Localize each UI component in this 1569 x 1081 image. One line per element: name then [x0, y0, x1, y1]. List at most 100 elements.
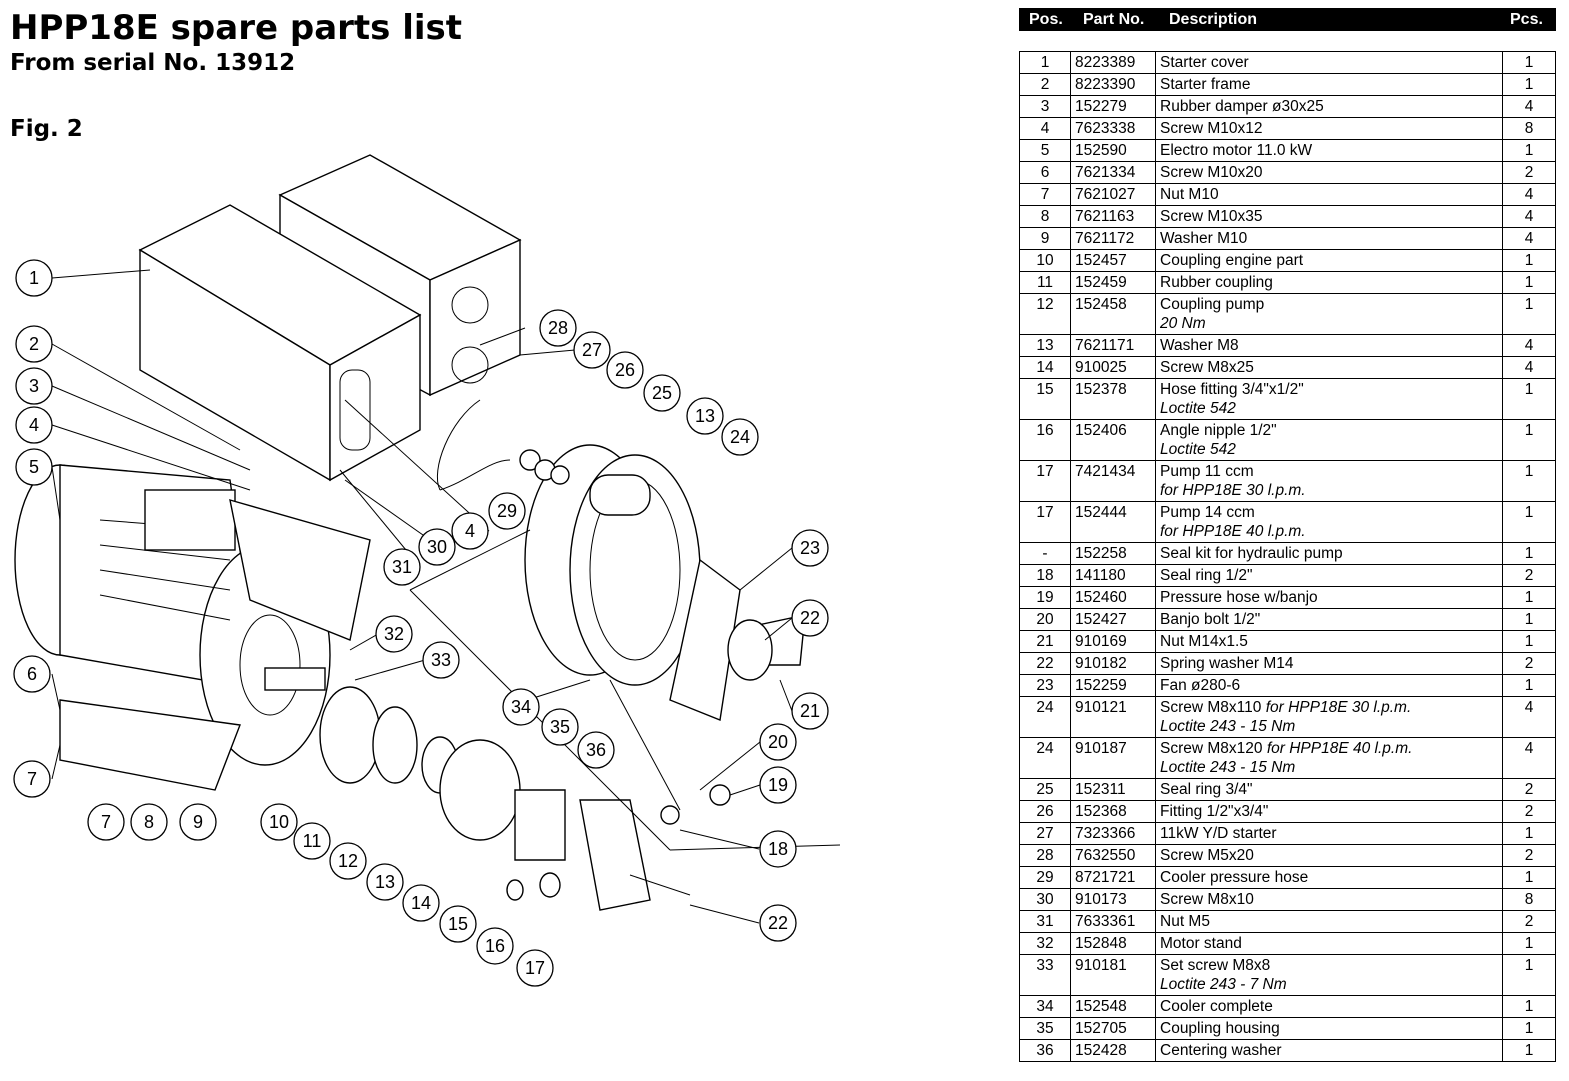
- callout-33: 33: [422, 641, 460, 679]
- cell-pcs: 1: [1502, 1017, 1556, 1040]
- callout-circle: [488, 492, 526, 530]
- cell-pos: 28: [1019, 844, 1071, 867]
- description-text: Pressure hose w/banjo: [1160, 589, 1318, 606]
- cell-part-no: 910187: [1070, 737, 1156, 779]
- cell-part-no: 7323366: [1070, 822, 1156, 845]
- callout-circle: [577, 731, 615, 769]
- callout-20: 20: [759, 723, 797, 761]
- cell-part-no: 152459: [1070, 271, 1156, 294]
- cell-pos: 6: [1019, 161, 1071, 184]
- cell-part-no: 152457: [1070, 249, 1156, 272]
- cell-part-no: 7621172: [1070, 227, 1156, 250]
- callout-number: 36: [586, 740, 606, 760]
- cell-pcs: 2: [1502, 564, 1556, 587]
- callout-number: 5: [29, 457, 39, 477]
- callout-7: 7: [87, 803, 125, 841]
- cell-description: Cooler pressure hose: [1155, 866, 1503, 889]
- callout-4: 4: [15, 406, 53, 444]
- page-subtitle: From serial No. 13912: [10, 50, 296, 76]
- cell-part-no: 152259: [1070, 674, 1156, 697]
- description-text: Washer M8: [1160, 337, 1239, 354]
- callout-12: 12: [329, 842, 367, 880]
- cell-pos: 17: [1019, 501, 1071, 543]
- callout-number: 7: [101, 812, 111, 832]
- callout-circle: [439, 905, 477, 943]
- description-text: Centering washer: [1160, 1042, 1282, 1059]
- cell-description: Starter frame: [1155, 73, 1503, 96]
- cell-part-no: 7632550: [1070, 844, 1156, 867]
- hose-illustration: [436, 399, 731, 825]
- cell-description: Rubber damper ø30x25: [1155, 95, 1503, 118]
- callout-circle: [329, 842, 367, 880]
- cell-pos: 30: [1019, 888, 1071, 911]
- cell-pcs: 2: [1502, 844, 1556, 867]
- cell-description: Screw M8x120 for HPP18E 40 l.p.m.Loctite…: [1155, 737, 1503, 779]
- description-text: Coupling housing: [1160, 1020, 1280, 1037]
- cell-part-no: 910121: [1070, 696, 1156, 738]
- callout-19: 19: [759, 766, 797, 804]
- cell-pos: 9: [1019, 227, 1071, 250]
- cell-pcs: 1: [1502, 419, 1556, 461]
- description-text: Coupling engine part: [1160, 252, 1304, 269]
- callout-circle: [260, 803, 298, 841]
- cell-description: Seal kit for hydraulic pump: [1155, 542, 1503, 565]
- callout-number: 16: [485, 936, 505, 956]
- cell-pos: -: [1019, 542, 1071, 565]
- cell-description: Starter cover: [1155, 51, 1503, 74]
- cell-pos: 5: [1019, 139, 1071, 162]
- callout-circle: [15, 367, 53, 405]
- callout-number: 15: [448, 914, 468, 934]
- cell-description: Spring washer M14: [1155, 652, 1503, 675]
- cell-part-no: 7633361: [1070, 910, 1156, 933]
- callout-27: 27: [573, 331, 611, 369]
- callout-1: 1: [15, 259, 53, 297]
- callout-circle: [606, 351, 644, 389]
- cell-pcs: 1: [1502, 866, 1556, 889]
- description-text: Hose fitting 3/4"x1/2": [1160, 381, 1304, 398]
- callout-circle: [422, 641, 460, 679]
- cell-description: Coupling engine part: [1155, 249, 1503, 272]
- cell-pcs: 4: [1502, 356, 1556, 379]
- callout-circle: [15, 325, 53, 363]
- cell-part-no: 910025: [1070, 356, 1156, 379]
- callout-number: 22: [768, 913, 788, 933]
- callout-number: 6: [27, 664, 37, 684]
- cell-part-no: 8721721: [1070, 866, 1156, 889]
- cell-pos: 14: [1019, 356, 1071, 379]
- cell-part-no: 7421434: [1070, 460, 1156, 502]
- cell-part-no: 152705: [1070, 1017, 1156, 1040]
- callout-11: 11: [293, 822, 331, 860]
- cell-pos: 18: [1019, 564, 1071, 587]
- callout-number: 19: [768, 775, 788, 795]
- callout-circle: [791, 599, 829, 637]
- cell-part-no: 152378: [1070, 378, 1156, 420]
- cell-pcs: 1: [1502, 293, 1556, 335]
- cell-pos: 4: [1019, 117, 1071, 140]
- cell-description: Rubber coupling: [1155, 271, 1503, 294]
- callout-2: 2: [15, 325, 53, 363]
- callout-circle: [476, 927, 514, 965]
- callout-circle: [451, 512, 489, 550]
- callout-circle: [418, 528, 456, 566]
- cell-pcs: 1: [1502, 932, 1556, 955]
- callout-number: 23: [800, 538, 820, 558]
- callout-number: 24: [730, 427, 750, 447]
- cell-description: Screw M10x20: [1155, 161, 1503, 184]
- callout-circle: [721, 418, 759, 456]
- callout-number: 28: [548, 318, 568, 338]
- description-note: Loctite 243 - 15 Nm: [1160, 718, 1296, 735]
- cell-part-no: 7621334: [1070, 161, 1156, 184]
- callout-circle: [791, 529, 829, 567]
- callout-3: 3: [15, 367, 53, 405]
- cell-pcs: 8: [1502, 888, 1556, 911]
